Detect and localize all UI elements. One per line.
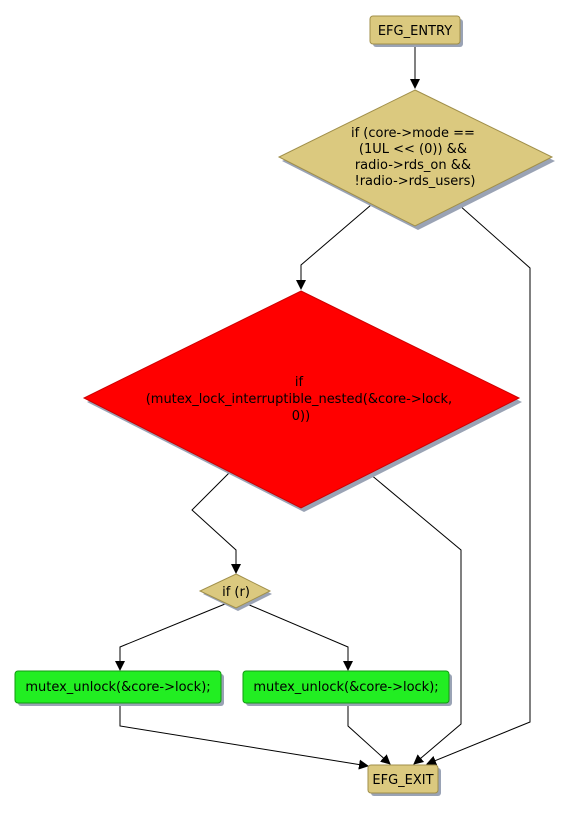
decision-mutex-lock-line-3: 0)) [292,409,310,424]
decision-r-check-label: if (r) [222,585,250,600]
decision-mutex-lock: if (mutex_lock_interruptible_nested(&cor… [82,290,522,512]
action-unlock-left-box [14,670,222,704]
decision-mode-check-line-2: (1UL << (0)) && [359,142,467,157]
decision-r-check-shape [198,573,272,609]
action-unlock-right-label: mutex_unlock(&core->lock); [253,680,438,695]
edges [115,46,531,770]
exit-node: EFG_EXIT [367,764,441,796]
action-unlock-right: mutex_unlock(&core->lock); [242,670,452,706]
decision-mode-check-line-3: radio->rds_on && [355,158,471,173]
edge-cond3-to-unlock-right [246,603,353,671]
decision-mutex-lock-shape [82,290,521,509]
entry-node: EFG_ENTRY [369,15,463,47]
edge-unlock-left-to-exit [119,702,369,770]
decision-mode-check-line-1: if (core->mode == [351,126,475,141]
action-unlock-left-label: mutex_unlock(&core->lock); [25,680,210,695]
edge-cond1-to-exit [426,204,531,766]
entry-node-label: EFG_ENTRY [378,24,452,39]
decision-mutex-lock-line-2: (mutex_lock_interruptible_nested(&core->… [146,392,452,407]
edge-cond2-to-exit [369,473,462,765]
decision-mode-check-line-4: !radio->rds_users) [354,174,475,189]
decision-mode-check-label: if (core->mode == (1UL << (0)) && radio-… [351,126,479,189]
action-unlock-left: mutex_unlock(&core->lock); [14,670,224,706]
exit-node-label: EFG_EXIT [372,773,433,788]
edge-unlock-right-to-exit [347,702,391,765]
decision-mode-check: if (core->mode == (1UL << (0)) && radio-… [277,89,555,230]
exit-node-box [367,764,439,794]
edge-cond2-to-cond3 [191,471,241,574]
decision-r-check: if (r) [198,573,272,611]
entry-node-box [369,15,461,45]
action-unlock-right-box [242,670,450,704]
decision-mutex-lock-line-1: if [295,375,304,390]
decision-mutex-lock-label: if (mutex_lock_interruptible_nested(&cor… [146,375,457,424]
edge-cond1-to-cond2 [296,204,372,290]
edge-cond3-to-unlock-left [115,603,226,671]
decision-mode-check-shape [277,89,554,227]
